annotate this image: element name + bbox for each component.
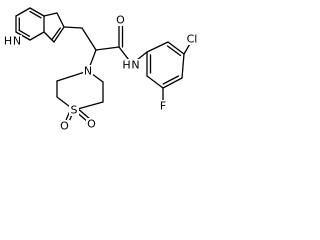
atom-label-amide-nh: H N	[121, 59, 142, 72]
amide-n-label: N	[131, 59, 139, 72]
atom-label-fluoro: F	[158, 100, 168, 113]
indole-n-label: N	[13, 35, 21, 48]
atom-label-sulfur: S	[69, 104, 79, 117]
chloro-label: Cl	[187, 33, 198, 46]
atom-label-sulfone-o-right: O	[86, 118, 97, 131]
fluoro-label: F	[160, 100, 166, 113]
atom-label-carbonyl-o: O	[115, 14, 126, 27]
indole-h-label: H	[4, 35, 12, 48]
chemical-structure: H N O H N Cl F N S O O	[3, 7, 199, 133]
atom-label-chloro: Cl	[185, 33, 199, 46]
amide-h-label: H	[122, 59, 130, 72]
sulfone-o-left-label: O	[60, 120, 69, 133]
carbonyl-o-label: O	[116, 14, 125, 27]
atom-label-sulfone-o-left: O	[59, 120, 70, 133]
atom-label-indole-nh: H N	[3, 35, 22, 48]
thiomorpholine-dioxide-ring	[56, 70, 104, 125]
chlorofluorophenyl-ring	[146, 41, 192, 103]
sulfone-o-right-label: O	[87, 118, 96, 131]
sulfur-label: S	[71, 104, 78, 117]
thiomorpholine-n-label: N	[84, 65, 92, 78]
atom-label-thiomorpholine-n: N	[83, 65, 93, 78]
indole-ring	[15, 7, 65, 43]
